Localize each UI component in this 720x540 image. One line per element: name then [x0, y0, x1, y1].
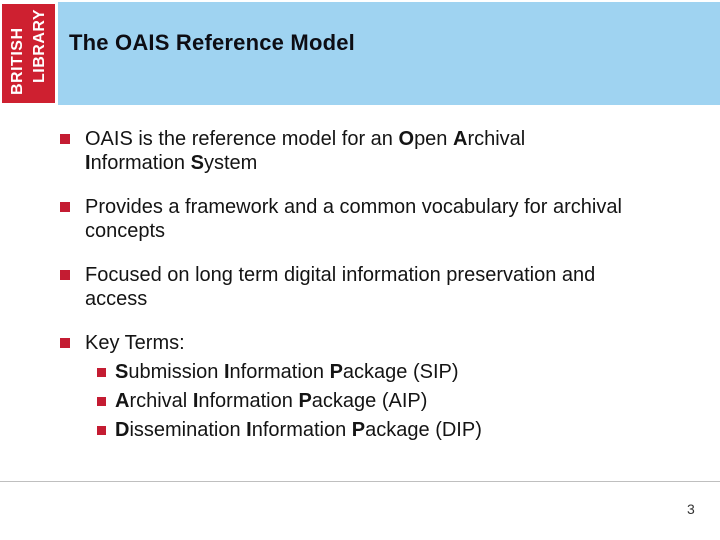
text-run: nformation — [198, 390, 299, 412]
bullet-list: OAIS is the reference model for an Open … — [60, 127, 705, 442]
text-run: nformation — [251, 419, 352, 441]
bullet-square-icon — [60, 202, 70, 212]
bullet-square-icon — [60, 134, 70, 144]
text-run: rchival — [129, 390, 193, 412]
bullet-item: Key Terms: Submission Information Package… — [60, 331, 705, 442]
text-run: Focused on long term digital information… — [85, 264, 596, 286]
acronym-letter: A — [115, 390, 130, 412]
sub-bullet-item: Archival Information Package (AIP) — [97, 389, 705, 413]
footer-divider — [0, 481, 720, 482]
text-run: ackage (SIP) — [342, 361, 459, 383]
sub-bullet-text: Submission Information Package (SIP) — [115, 361, 459, 383]
bullet-item: Provides a framework and a common vocabu… — [60, 195, 705, 243]
acronym-letter: O — [398, 128, 415, 150]
acronym-letter: I — [223, 361, 230, 383]
bullet-square-icon — [60, 338, 70, 348]
bullet-item: Focused on long term digital information… — [60, 263, 705, 311]
british-library-logo: BRITISH LIBRARY — [2, 4, 55, 103]
bullet-text: Provides a framework and a common vocabu… — [85, 196, 622, 242]
text-run: ackage (AIP) — [311, 390, 428, 412]
text-run: nformation — [90, 152, 191, 174]
acronym-letter: D — [115, 419, 130, 441]
acronym-letter: I — [192, 390, 199, 412]
bullet-text: OAIS is the reference model for an Open … — [85, 128, 525, 174]
bullet-square-icon — [60, 270, 70, 280]
acronym-letter: A — [453, 128, 468, 150]
text-run: nformation — [229, 361, 330, 383]
text-run: ubmission — [128, 361, 224, 383]
sub-bullet-text: Archival Information Package (AIP) — [115, 390, 427, 412]
sub-bullet-square-icon — [97, 426, 106, 435]
bullet-text: Key Terms: — [85, 332, 185, 354]
sub-bullet-square-icon — [97, 368, 106, 377]
page-number: 3 — [687, 501, 695, 517]
bullet-item: OAIS is the reference model for an Open … — [60, 127, 705, 175]
sub-bullet-list: Submission Information Package (SIP) Arch… — [97, 360, 705, 442]
text-run: OAIS is the reference model for an — [85, 128, 399, 150]
sub-bullet-square-icon — [97, 397, 106, 406]
sub-bullet-item: Dissemination Information Package (DIP) — [97, 418, 705, 442]
acronym-letter: I — [85, 152, 91, 174]
text-run: ackage (DIP) — [365, 419, 482, 441]
acronym-letter: I — [246, 419, 252, 441]
sub-bullet-item: Submission Information Package (SIP) — [97, 360, 705, 384]
acronym-letter: P — [351, 419, 366, 441]
text-run: rchival — [467, 128, 526, 150]
text-run: issemination — [129, 419, 247, 441]
british-library-logo-text: BRITISH LIBRARY — [2, 4, 55, 103]
sub-bullet-text: Dissemination Information Package (DIP) — [115, 419, 482, 441]
title-bar: The OAIS Reference Model — [58, 2, 720, 105]
acronym-letter: P — [298, 390, 312, 412]
acronym-letter: S — [115, 361, 129, 383]
slide-title: The OAIS Reference Model — [69, 30, 355, 55]
text-run: pen — [414, 128, 453, 150]
text-run: Key Terms: — [85, 332, 185, 354]
text-run: access — [85, 288, 148, 310]
logo-word-library: LIBRARY — [31, 8, 48, 83]
logo-word-british: BRITISH — [9, 27, 26, 96]
text-run: ystem — [203, 152, 258, 174]
text-run: Provides a framework and a common vocabu… — [85, 196, 622, 218]
acronym-letter: S — [190, 152, 204, 174]
bullet-text: Focused on long term digital information… — [85, 264, 595, 310]
acronym-letter: P — [329, 361, 343, 383]
text-run: concepts — [85, 220, 166, 242]
